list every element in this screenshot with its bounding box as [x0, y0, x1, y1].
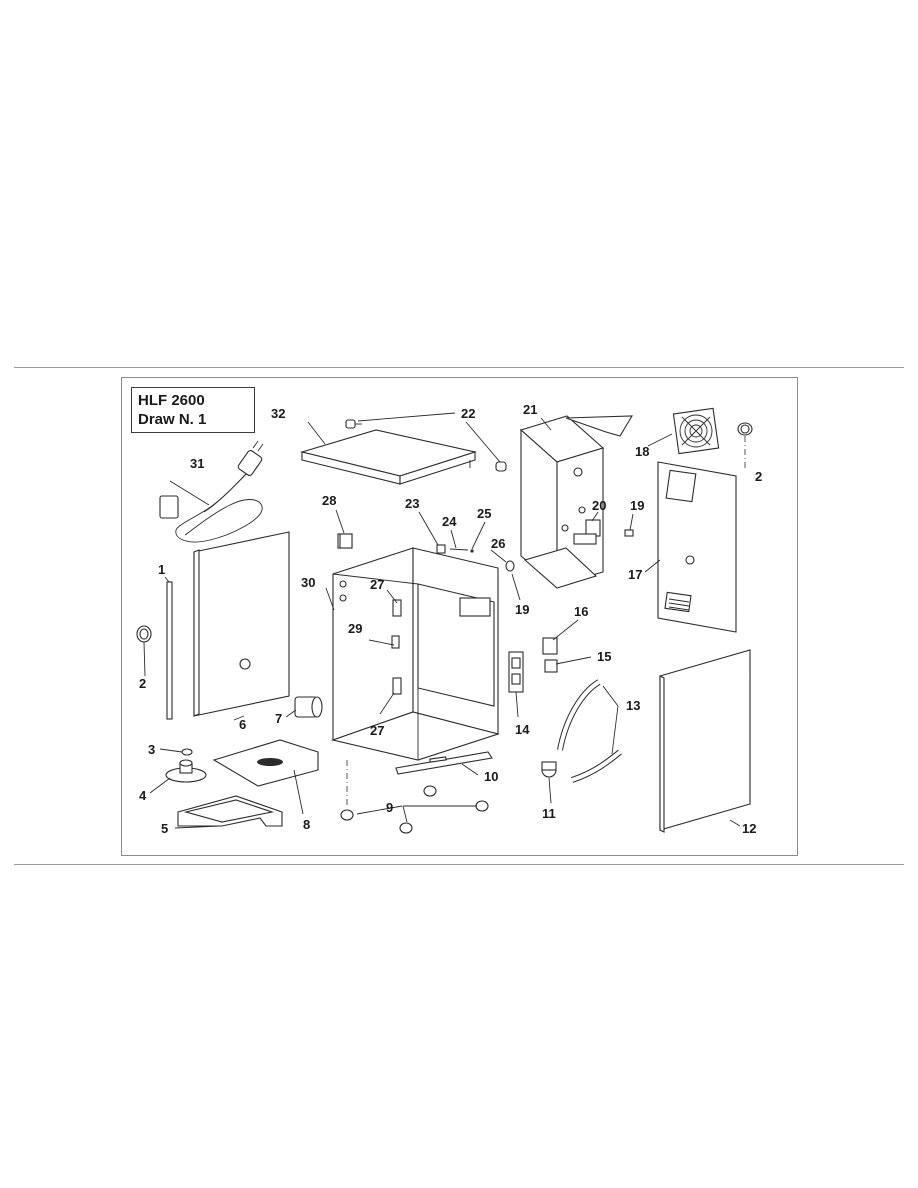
callout-label: 6 [239, 717, 246, 732]
callout-labels: 1 2 2 3 4 5 6 7 8 9 10 11 12 13 14 15 16… [139, 402, 762, 836]
side-panel-part [193, 531, 290, 721]
callout-label: 31 [190, 456, 204, 471]
callout-label: 32 [271, 406, 285, 421]
callout-label: 9 [386, 800, 393, 815]
side-rail-part [164, 576, 173, 720]
callout-label: 11 [542, 806, 556, 821]
back-panel-part [657, 461, 737, 633]
callout-label: 5 [161, 821, 168, 836]
drawing-number: Draw N. 1 [138, 411, 207, 428]
callout-label: 3 [148, 742, 155, 757]
callout-label: 24 [442, 514, 457, 529]
callout-label: 19 [515, 602, 529, 617]
callout-label: 2 [755, 469, 762, 484]
base-bracket-part [177, 795, 283, 827]
callout-label: 1 [158, 562, 165, 577]
callout-label: 14 [515, 722, 530, 737]
callout-label: 23 [405, 496, 419, 511]
foot-part [165, 748, 207, 783]
hose-and-pump-part [541, 679, 622, 783]
hose-fitting-part [624, 529, 634, 537]
rubber-feet-part [340, 760, 489, 834]
callout-label: 30 [301, 575, 315, 590]
drip-tray-part [212, 739, 319, 787]
top-cover-part [299, 429, 478, 485]
callout-label: 22 [461, 406, 475, 421]
top-rule [14, 367, 904, 368]
base-plate-part [395, 751, 493, 775]
small-hardware-part [339, 533, 515, 572]
callout-label: 29 [348, 621, 362, 636]
front-panel-part [659, 649, 751, 833]
callout-label: 7 [275, 711, 282, 726]
callout-label: 12 [742, 821, 756, 836]
model-name: HLF 2600 [138, 392, 205, 409]
callout-label: 27 [370, 577, 384, 592]
callout-label: 28 [322, 493, 336, 508]
main-frame-part [331, 533, 500, 761]
inner-bracket-part [519, 415, 633, 589]
callout-label: 8 [303, 817, 310, 832]
callout-label: 2 [139, 676, 146, 691]
leader-lines [143, 417, 741, 829]
bottom-rule [14, 864, 904, 865]
callout-label: 4 [139, 788, 147, 803]
callout-label: 18 [635, 444, 649, 459]
callout-label: 13 [626, 698, 640, 713]
callout-label: 21 [523, 402, 537, 417]
power-cord-part [159, 440, 264, 543]
callout-label: 15 [597, 649, 611, 664]
callout-label: 27 [370, 723, 384, 738]
power-connector-part [294, 696, 323, 718]
callout-label: 19 [630, 498, 644, 513]
switch-plate-part [508, 651, 524, 693]
callout-label: 26 [491, 536, 505, 551]
callout-label: 10 [484, 769, 498, 784]
solenoid-valve-part [573, 519, 601, 545]
callout-label: 17 [628, 567, 642, 582]
screw-knob-part [345, 412, 507, 472]
callout-label: 20 [592, 498, 606, 513]
callout-label: 16 [574, 604, 588, 619]
switch-part [542, 637, 558, 673]
drawing-title-block: HLF 2600 Draw N. 1 [131, 387, 255, 433]
callout-label: 25 [477, 506, 491, 521]
fan-guard-part [672, 407, 720, 455]
